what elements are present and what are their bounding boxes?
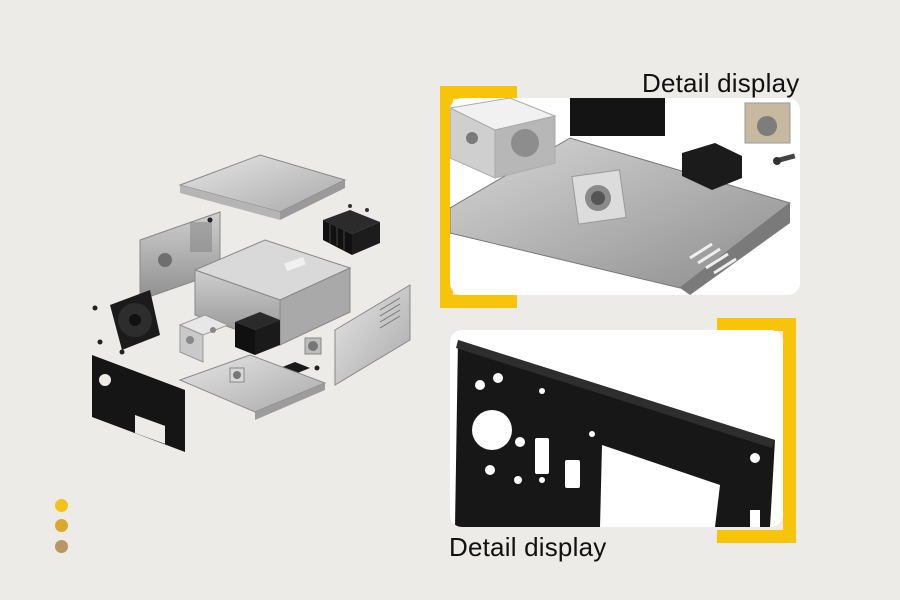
decor-dot-3 (55, 540, 68, 553)
decor-dot-2 (55, 519, 68, 532)
cooling-fan (110, 290, 160, 350)
front-panel (92, 355, 185, 452)
mounting-block (178, 314, 230, 363)
screws (92, 217, 320, 371)
top-detail-label: Detail display (642, 68, 800, 98)
heatsink (323, 204, 380, 255)
right-side-panel (334, 284, 411, 386)
bottom-detail-photo (455, 340, 775, 527)
power-block (235, 312, 280, 355)
exploded-enclosure-illustration (92, 154, 411, 452)
top-detail-photo (450, 98, 796, 295)
top-detail-panel (450, 98, 800, 295)
top-cover (178, 154, 347, 220)
base-plate (178, 354, 327, 420)
bottom-detail-label: Detail display (449, 532, 607, 562)
decor-dot-1 (55, 499, 68, 512)
bottom-detail-panel (450, 330, 783, 527)
